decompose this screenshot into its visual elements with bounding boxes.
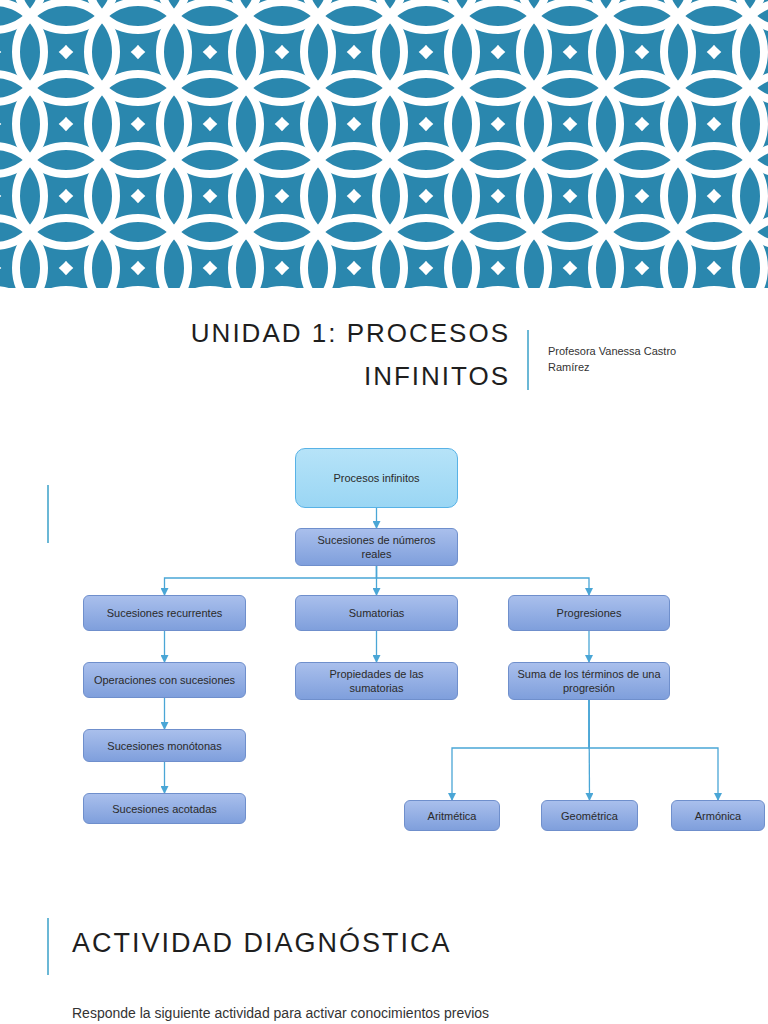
node-label: Sucesiones recurrentes	[107, 606, 223, 620]
author-slot: Profesora Vanessa Castro Ramírez	[548, 343, 718, 375]
concept-box: Propiedades de las sumatorias	[295, 662, 458, 700]
node-label: Suma de los términos de una progresión	[517, 667, 661, 695]
instruction-text: Responde la siguiente actividad para act…	[72, 1005, 489, 1021]
concept-box: Suma de los términos de una progresión	[508, 662, 670, 700]
concept-box: Sucesiones de números reales	[295, 528, 458, 566]
slide-title: UNIDAD 1: PROCESOS INFINITOS	[191, 318, 510, 391]
pattern-band	[0, 0, 768, 288]
section-heading: ACTIVIDAD DIAGNÓSTICA	[72, 928, 452, 958]
accent-bar	[47, 485, 49, 543]
connector-arrow	[589, 700, 718, 800]
node-label: Sucesiones acotadas	[112, 802, 217, 816]
node-label: Sucesiones de números reales	[304, 533, 449, 561]
node-label: Sucesiones monótonas	[107, 739, 221, 753]
connector-arrow	[452, 700, 589, 800]
concept-box: Sucesiones acotadas	[83, 793, 246, 824]
connector-arrow	[165, 566, 377, 595]
connector-arrow	[164, 631, 165, 662]
node-label: Propiedades de las sumatorias	[304, 667, 449, 695]
connector-arrow	[376, 508, 377, 528]
accent-bar	[47, 918, 49, 975]
connector-arrow	[376, 631, 377, 662]
concept-box: Operaciones con sucesiones	[83, 662, 246, 698]
connector-arrow	[164, 762, 165, 793]
concept-box: Sucesiones monótonas	[83, 729, 246, 762]
node-label: Armónica	[695, 809, 741, 823]
intro-slot: Responde la siguiente actividad para act…	[72, 1005, 762, 1021]
author-name: Profesora Vanessa Castro Ramírez	[548, 345, 676, 373]
concept-box: Sumatorias	[295, 595, 458, 631]
connector-arrow	[377, 566, 590, 595]
heading-slot: ACTIVIDAD DIAGNÓSTICA	[72, 928, 672, 959]
pattern-fill	[0, 0, 768, 288]
node-label: Operaciones con sucesiones	[94, 673, 235, 687]
concept-box: Sucesiones recurrentes	[83, 595, 246, 631]
connector-arrow	[588, 631, 589, 662]
connector-arrow	[164, 698, 165, 729]
concept-box: Geométrica	[541, 800, 638, 831]
node-label: Aritmética	[428, 809, 477, 823]
node-label: Procesos infinitos	[333, 471, 419, 485]
concept-box: Aritmética	[404, 800, 500, 831]
divider-line	[527, 330, 529, 390]
title-slot: UNIDAD 1: PROCESOS INFINITOS	[150, 312, 510, 398]
concept-box: Progresiones	[508, 595, 670, 631]
node-label: Sumatorias	[349, 606, 405, 620]
root-box: Procesos infinitos	[295, 448, 458, 508]
concept-box: Armónica	[671, 800, 765, 831]
node-label: Progresiones	[557, 606, 622, 620]
node-label: Geométrica	[561, 809, 618, 823]
